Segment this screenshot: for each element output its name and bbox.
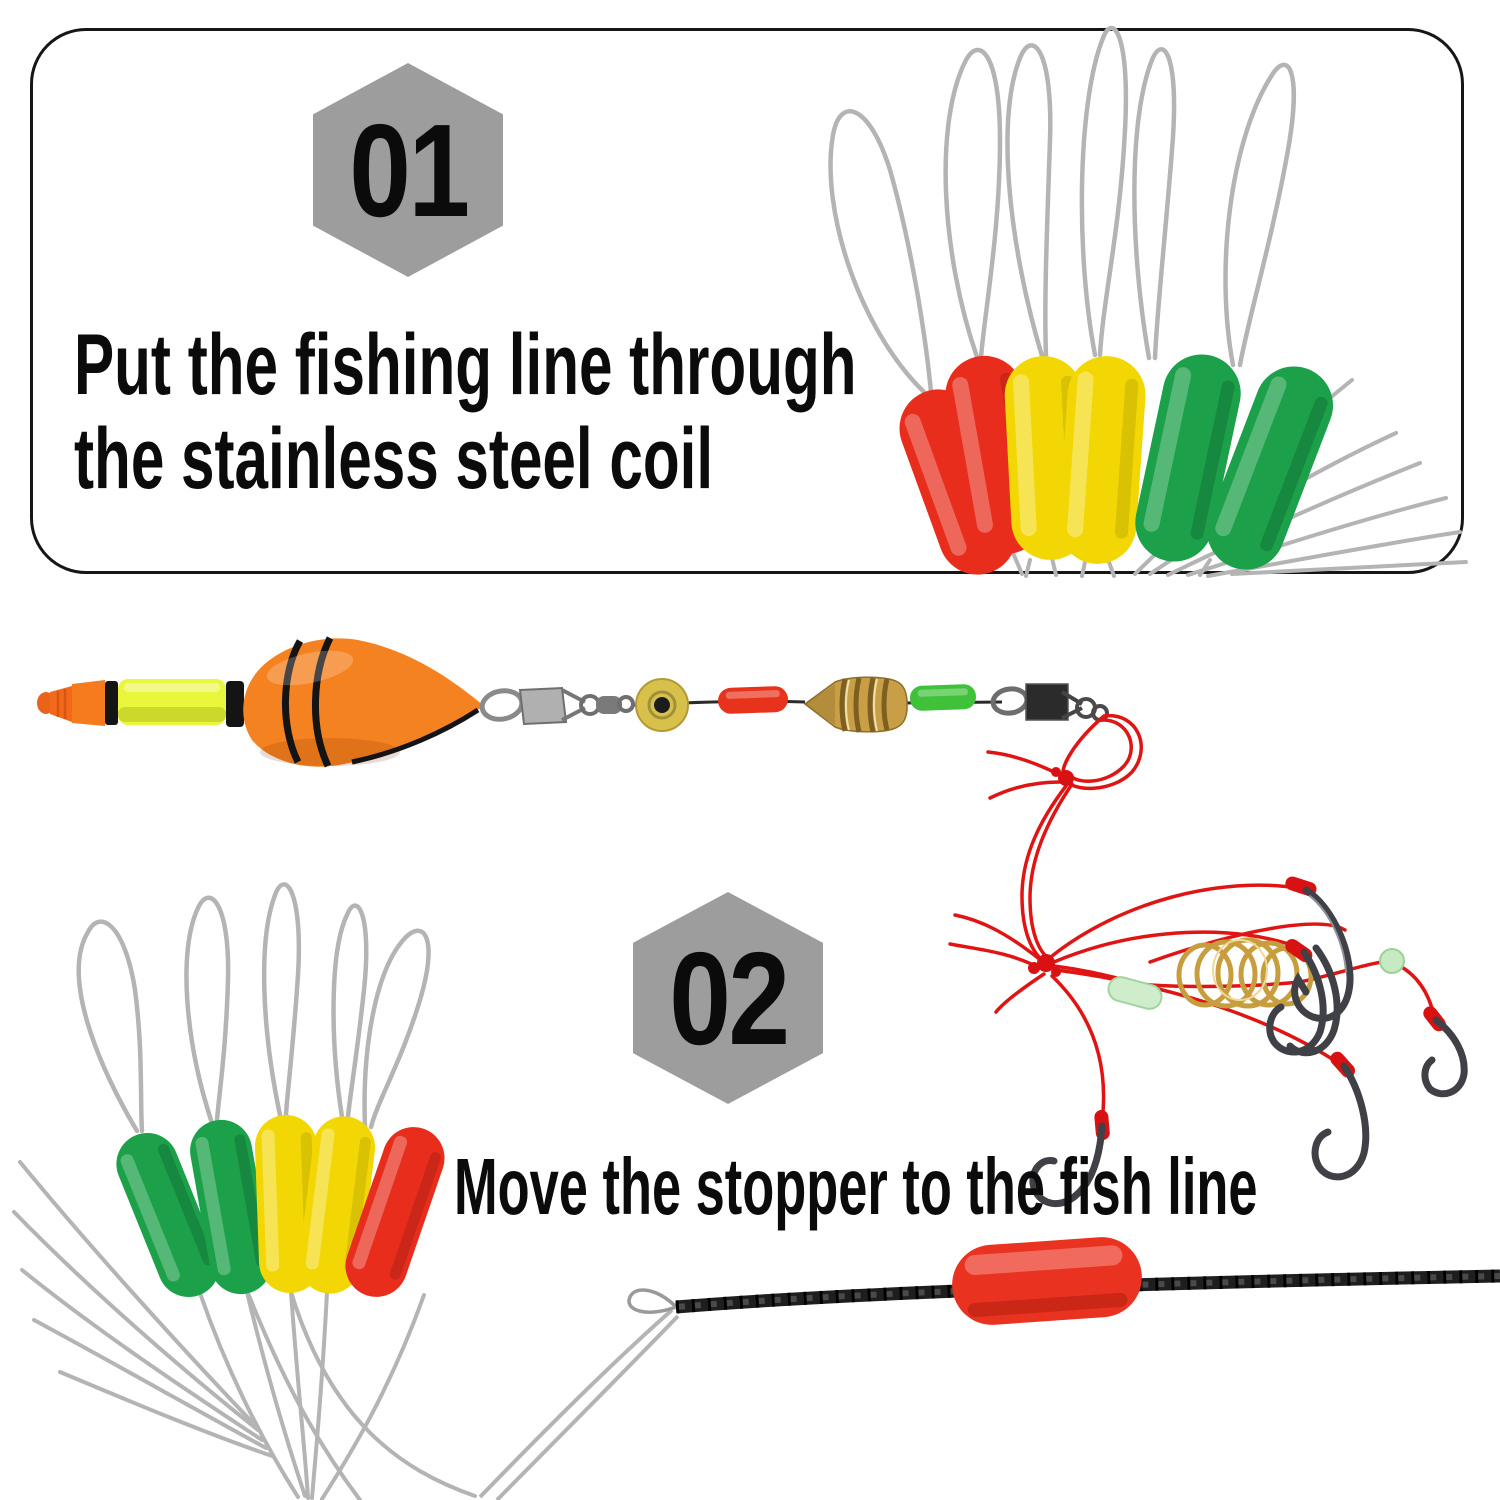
red-thread bbox=[948, 714, 1436, 1124]
stop-bead bbox=[635, 678, 689, 732]
step1-caption-line2: the stainless steel coil bbox=[74, 411, 714, 507]
snap-swivel-2 bbox=[990, 683, 1109, 722]
fish-line-photo bbox=[478, 1237, 1500, 1500]
float-tip bbox=[37, 680, 118, 726]
step1-number: 01 bbox=[348, 96, 470, 244]
transfer-wires bbox=[478, 1308, 680, 1500]
stopper-capsules-bottom bbox=[116, 1115, 445, 1297]
thread-knot-2 bbox=[1037, 954, 1055, 972]
step1-caption: Put the fishing line through the stainle… bbox=[74, 318, 857, 506]
luminous-tube bbox=[1107, 976, 1163, 1010]
gold-coil bbox=[1176, 937, 1314, 1009]
six-stopper-bundle-photo bbox=[828, 25, 1468, 578]
float-stem-tube bbox=[118, 679, 244, 727]
rig-red-stopper bbox=[718, 686, 788, 714]
float-body bbox=[243, 636, 484, 768]
fish-hooks bbox=[1029, 886, 1468, 1208]
thread-knot bbox=[1058, 770, 1074, 786]
five-stopper-bundle-photo bbox=[12, 882, 477, 1500]
wire-loops bbox=[828, 25, 1296, 395]
hook-rig-photo bbox=[948, 714, 1468, 1208]
step2-badge: 02 bbox=[633, 892, 823, 1104]
step2-caption-line1: Move the stopper to the fish line bbox=[454, 1142, 1258, 1231]
wire-tails-bottom bbox=[12, 1160, 477, 1500]
line-red-stopper bbox=[952, 1237, 1142, 1325]
float-rig-photo bbox=[37, 636, 1109, 768]
stopper-capsules bbox=[899, 354, 1334, 575]
step1-caption-line1: Put the fishing line through bbox=[74, 317, 857, 413]
brass-weight bbox=[803, 676, 908, 733]
luminous-bead bbox=[1379, 948, 1405, 974]
snap-swivel bbox=[479, 686, 635, 726]
wire-loops-bottom bbox=[76, 882, 431, 1134]
step1-badge: 01 bbox=[313, 63, 503, 277]
step2-number: 02 bbox=[668, 924, 790, 1072]
wire-loop-on-line bbox=[627, 1288, 678, 1314]
step2-caption: Move the stopper to the fish line bbox=[454, 1142, 1258, 1232]
rig-green-stopper bbox=[909, 684, 976, 711]
